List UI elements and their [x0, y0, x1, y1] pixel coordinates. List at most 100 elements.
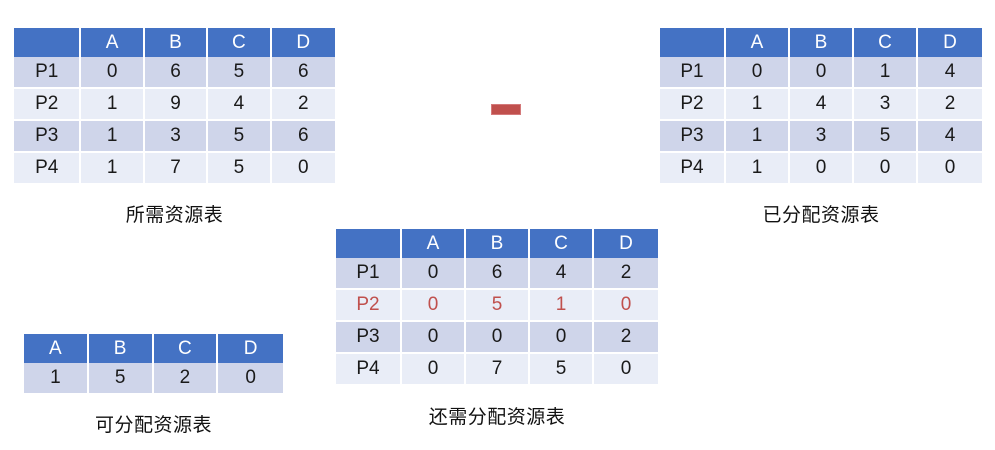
table-row: P2 1 4 3 2 [660, 89, 982, 121]
header-corner-cell [336, 229, 402, 258]
cell-c: 5 [854, 121, 918, 153]
column-header-a: A [24, 334, 89, 363]
column-header-a: A [402, 229, 466, 258]
cell-c: 4 [530, 258, 594, 290]
cell-a: 1 [726, 89, 790, 121]
table-required-body: P1 0 6 5 6 P2 1 9 4 2 P3 1 3 5 6 P4 [14, 57, 335, 183]
table-header-row: A B C D [336, 229, 658, 258]
cell-d: 2 [271, 89, 335, 121]
minus-icon [491, 104, 521, 115]
table-available-resources: A B C D 1 5 2 0 [24, 334, 283, 393]
column-header-b: B [790, 28, 854, 57]
row-label: P1 [14, 57, 82, 89]
row-label: P3 [336, 322, 402, 354]
row-label: P4 [14, 153, 82, 183]
cell-b: 6 [144, 57, 209, 89]
row-label: P2 [336, 290, 402, 322]
cell-c: 5 [208, 153, 272, 183]
table-allocated-resources: A B C D P1 0 0 1 4 P2 1 4 3 2 P3 [660, 28, 982, 183]
row-label: P2 [660, 89, 726, 121]
cell-d: 0 [271, 153, 335, 183]
cell-d: 2 [918, 89, 982, 121]
cell-a: 1 [81, 153, 145, 183]
row-label: P2 [14, 89, 82, 121]
cell-b: 7 [144, 153, 209, 183]
cell-c: 0 [854, 153, 918, 183]
cell-a: 1 [81, 121, 145, 153]
cell-a: 0 [402, 322, 466, 354]
column-header-a: A [726, 28, 790, 57]
table-required-header: A B C D [14, 28, 335, 57]
cell-c: 1 [530, 290, 594, 322]
table-row: P4 0 7 5 0 [336, 354, 658, 384]
cell-b: 3 [790, 121, 854, 153]
table-header-row: A B C D [14, 28, 335, 57]
cell-a: 0 [81, 57, 145, 89]
row-label: P1 [336, 258, 402, 290]
table-row-highlighted: P2 0 5 1 0 [336, 290, 658, 322]
cell-d: 6 [271, 57, 335, 89]
table-need-body: P1 0 6 4 2 P2 0 5 1 0 P3 0 0 0 2 P4 [336, 258, 658, 384]
cell-d: 0 [594, 354, 658, 384]
table-row: P2 1 9 4 2 [14, 89, 335, 121]
column-header-d: D [218, 334, 283, 363]
row-label: P3 [660, 121, 726, 153]
table-row: P3 1 3 5 4 [660, 121, 982, 153]
cell-c: 5 [208, 121, 272, 153]
cell-b: 5 [466, 290, 530, 322]
table-row: P1 0 6 5 6 [14, 57, 335, 89]
cell-c: 3 [854, 89, 918, 121]
header-corner-cell [14, 28, 82, 57]
table-available-body: 1 5 2 0 [24, 363, 283, 393]
table-allocated-header: A B C D [660, 28, 982, 57]
cell-d: 6 [271, 121, 335, 153]
column-header-c: C [854, 28, 918, 57]
cell-c: 5 [208, 57, 272, 89]
cell-a: 0 [402, 354, 466, 384]
caption-available-resources: 可分配资源表 [94, 415, 212, 436]
cell-c: 5 [530, 354, 594, 384]
row-label: P3 [14, 121, 82, 153]
cell-d: 0 [918, 153, 982, 183]
table-row: P1 0 0 1 4 [660, 57, 982, 89]
cell-b: 9 [144, 89, 209, 121]
column-header-b: B [144, 28, 209, 57]
cell-c: 0 [530, 322, 594, 354]
cell-b: 0 [790, 153, 854, 183]
row-label: P4 [336, 354, 402, 384]
column-header-c: C [153, 334, 219, 363]
cell-b: 6 [466, 258, 530, 290]
cell-b: 0 [466, 322, 530, 354]
table-need-header: A B C D [336, 229, 658, 258]
cell-d: 0 [218, 363, 283, 393]
cell-d: 2 [594, 322, 658, 354]
table-need-resources: A B C D P1 0 6 4 2 P2 0 5 1 0 P3 [336, 229, 658, 384]
cell-c: 2 [153, 363, 219, 393]
cell-b: 7 [466, 354, 530, 384]
cell-a: 0 [726, 57, 790, 89]
cell-a: 1 [24, 363, 89, 393]
table-header-row: A B C D [660, 28, 982, 57]
table-available-header: A B C D [24, 334, 283, 363]
cell-c: 4 [208, 89, 272, 121]
column-header-c: C [208, 28, 272, 57]
column-header-c: C [530, 229, 594, 258]
table-row: P1 0 6 4 2 [336, 258, 658, 290]
header-corner-cell [660, 28, 726, 57]
cell-a: 1 [726, 121, 790, 153]
column-header-a: A [81, 28, 145, 57]
cell-a: 0 [402, 290, 466, 322]
row-label: P1 [660, 57, 726, 89]
column-header-d: D [594, 229, 658, 258]
cell-b: 5 [88, 363, 154, 393]
table-row: P3 1 3 5 6 [14, 121, 335, 153]
column-header-d: D [918, 28, 982, 57]
cell-d: 4 [918, 121, 982, 153]
cell-d: 4 [918, 57, 982, 89]
cell-c: 1 [854, 57, 918, 89]
cell-b: 0 [790, 57, 854, 89]
cell-d: 2 [594, 258, 658, 290]
cell-b: 3 [144, 121, 209, 153]
cell-a: 1 [726, 153, 790, 183]
